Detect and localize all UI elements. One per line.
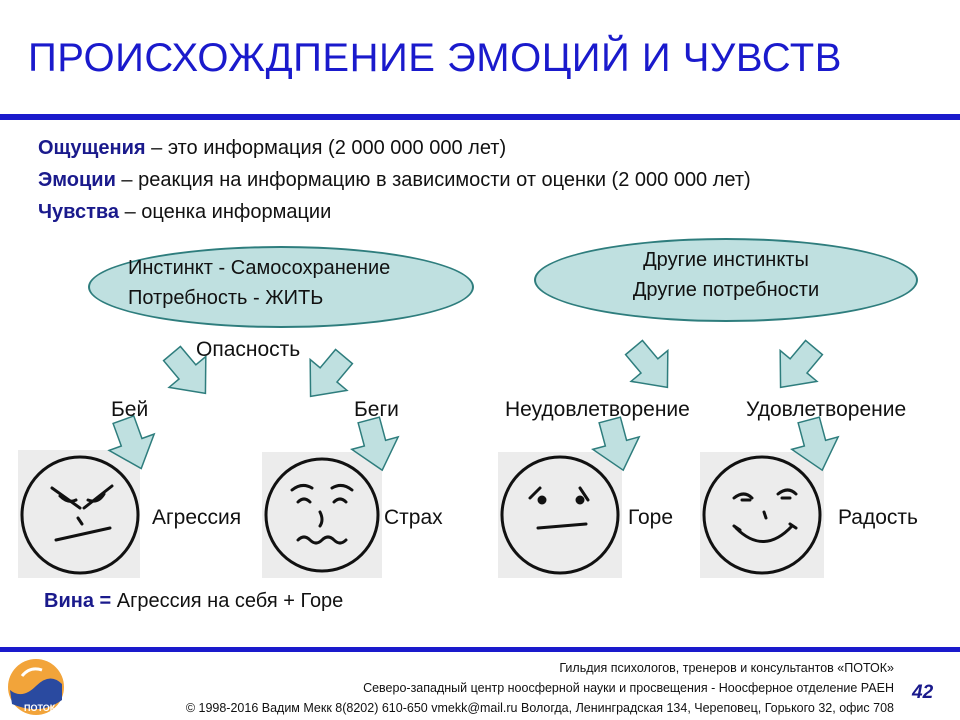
ellipse-left-line1: Инстинкт - Самосохранение [128, 257, 391, 279]
aggression-face-icon [20, 455, 140, 575]
definition-feelings: Чувства – оценка информации [38, 201, 331, 224]
emotion-joy: Радость [838, 506, 918, 529]
definition-text: – оценка информации [119, 201, 332, 223]
guilt-formula: Вина = Агрессия на себя + Горе [44, 590, 343, 613]
slide-title: ПРОИСХОЖДПЕНИЕ ЭМОЦИЙ И ЧУВСТВ [28, 36, 842, 80]
definition-emotions: Эмоции – реакция на информацию в зависим… [38, 169, 751, 192]
definition-term: Ощущения [38, 137, 146, 159]
definition-text: – это информация (2 000 000 000 лет) [145, 137, 507, 159]
footer-credits: Гильдия психологов, тренеров и консульта… [186, 658, 894, 718]
label-danger: Опасность [196, 338, 301, 361]
definition-term: Чувства [38, 201, 120, 223]
label-fight: Бей [111, 398, 149, 421]
arrow-other-to-satisfaction [761, 331, 834, 404]
label-dissatisfaction: Неудовлетворение [505, 398, 690, 421]
footer-divider [0, 647, 960, 652]
ellipse-right-line2: Другие потребности [632, 279, 820, 301]
joy-face-icon [702, 455, 822, 575]
emotion-aggression: Агрессия [152, 506, 242, 529]
grief-face-icon [500, 455, 620, 575]
arrow-other-to-dissatisfaction [614, 331, 687, 404]
arrow-danger-to-flee [291, 340, 364, 413]
guilt-text: Агрессия на себя + Горе [111, 590, 344, 612]
guilt-term: Вина = [44, 590, 112, 612]
logo-text: ПОТОК [24, 703, 56, 713]
definition-text: – реакция на информацию в зависимости от… [115, 169, 751, 191]
arrow-dissatisfaction-to-grief [585, 412, 648, 478]
page-number: 42 [912, 682, 934, 703]
arrow-flee-to-fear [344, 412, 407, 478]
fear-face-icon [264, 457, 380, 573]
ellipse-left-line2: Потребность - ЖИТЬ [128, 287, 324, 309]
emotion-grief: Горе [628, 506, 674, 529]
self-preservation-ellipse [88, 246, 474, 328]
footer-line3: © 1998-2016 Вадим Мекк 8(8202) 610-650 v… [185, 701, 894, 715]
potok-logo-icon [8, 659, 64, 715]
definition-sensations: Ощущения – это информация (2 000 000 000… [38, 137, 506, 160]
definition-term: Эмоции [38, 169, 116, 191]
footer-line1: Гильдия психологов, тренеров и консульта… [559, 661, 894, 675]
label-flee: Беги [354, 398, 399, 421]
footer-line2: Северо-западный центр ноосферной науки и… [363, 681, 894, 695]
other-instincts-ellipse [534, 238, 918, 322]
ellipse-right-line1: Другие инстинкты [643, 249, 809, 271]
emotion-fear: Страх [384, 506, 443, 529]
label-satisfaction: Удовлетворение [746, 398, 907, 421]
title-divider [0, 114, 960, 120]
